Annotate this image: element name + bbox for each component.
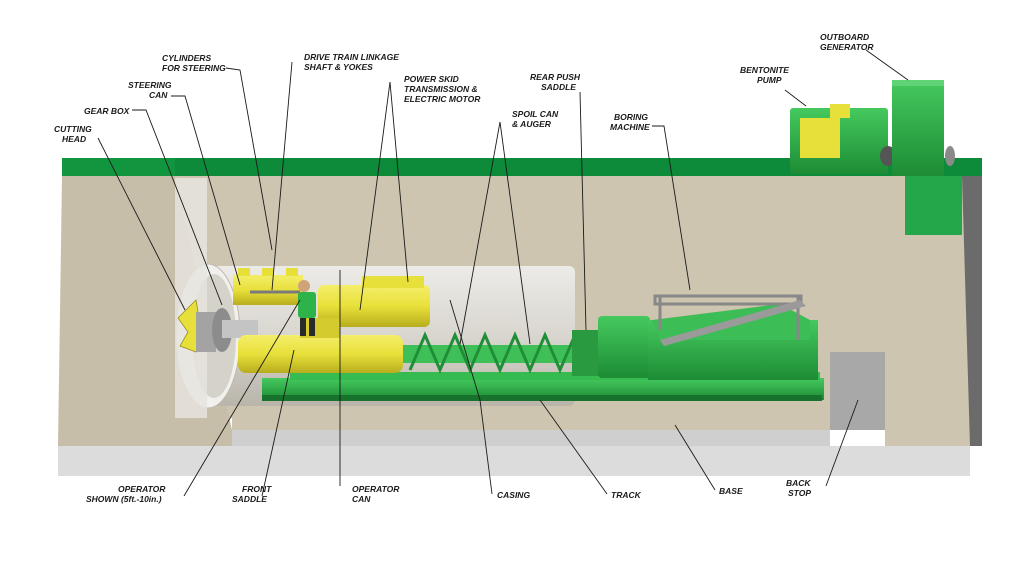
boring-machine [648, 294, 818, 380]
operator-figure [298, 280, 316, 336]
pit-floor-back [232, 430, 830, 446]
power-skid [238, 276, 430, 373]
cutting-head-assembly [177, 299, 258, 353]
grass-surface [62, 158, 982, 178]
label-base: BASE [719, 486, 743, 496]
rear-push-saddle [572, 316, 650, 378]
steering-can [233, 268, 303, 305]
soil-right-block [885, 176, 982, 446]
soil-right-edge [962, 176, 982, 446]
surface-equipment [790, 80, 955, 176]
label-cylinders-for-steering: CYLINDERS FOR STEERING [162, 53, 226, 73]
back-stop-block [830, 352, 885, 430]
label-front-saddle: FRONT SADDLE [232, 484, 274, 504]
label-boring-machine: BORING MACHINE [610, 112, 650, 132]
track-base [262, 372, 824, 401]
label-casing: CASING [497, 490, 530, 500]
label-steering-can: STEERING CAN [128, 80, 174, 100]
grass-left-top [62, 158, 175, 176]
label-rear-push-saddle: REAR PUSH SADDLE [530, 72, 582, 92]
labels: OUTBOARD GENERATOR BENTONITE PUMP CYLIND… [54, 32, 874, 504]
label-power-skid: POWER SKID TRANSMISSION & ELECTRIC MOTOR [404, 74, 481, 104]
label-operator-shown: OPERATOR SHOWN (5ft.-10in.) [86, 484, 168, 504]
label-spoil-can-auger: SPOIL CAN & AUGER [512, 109, 561, 129]
label-outboard-generator: OUTBOARD GENERATOR [820, 32, 874, 52]
label-operator-can: OPERATOR CAN [352, 484, 402, 504]
grass-right-side [905, 176, 962, 235]
label-back-stop: BACK STOP [786, 478, 813, 498]
leader-lines [97, 49, 909, 497]
label-cutting-head: CUTTING HEAD [54, 124, 94, 144]
label-gear-box: GEAR BOX [84, 106, 131, 116]
spoil-auger [403, 331, 583, 374]
label-bentonite-pump: BENTONITE PUMP [740, 65, 791, 85]
label-drive-train: DRIVE TRAIN LINKAGE SHAFT & YOKES [304, 52, 401, 72]
pit-floor [58, 446, 970, 476]
label-track: TRACK [611, 490, 642, 500]
